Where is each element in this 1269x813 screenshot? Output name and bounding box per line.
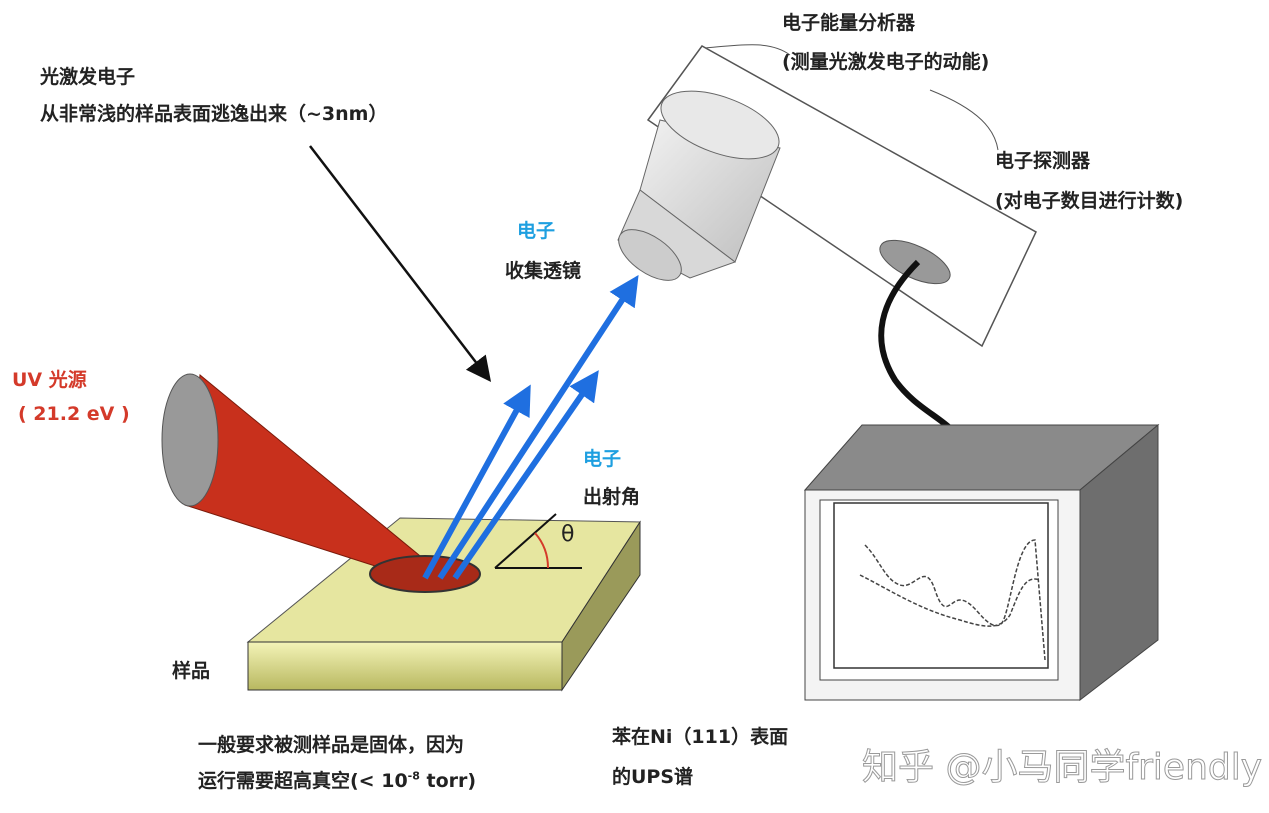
spectrum-curve-adsorbed [864,539,1046,661]
photoelectron-pointer-arrow [309,145,492,382]
watermark: 知乎 @小马同学friendly [861,747,1263,789]
spectrum-caption-line-2: 的UPS谱 [612,766,694,788]
detector-leader-line [929,89,999,151]
analyzer-label: 电子能量分析器 [782,12,916,34]
sample-note-line-1: 一般要求被测样品是固体，因为 [198,734,465,756]
angle-electron-label: 电子 [583,448,622,470]
photoelectron-description: 从非常浅的样品表面逃逸出来（~3nm） [40,103,388,125]
photoelectron-title: 光激发电子 [40,66,136,88]
angle-label: 出射角 [583,486,641,508]
theta-symbol: θ [561,522,575,547]
electron-arrow-3 [452,370,599,580]
sample-label: 样品 [172,660,211,682]
collection-lens [617,90,781,281]
uv-source-label: UV 光源 [12,369,87,391]
emission-angle [494,513,582,569]
electron-arrow-1 [422,384,531,580]
lens-label: 收集透镜 [505,260,582,282]
electron-arrows [422,274,639,580]
spectrum-monitor [803,423,1160,702]
spectrum-curve-clean [859,574,1041,627]
uv-energy-label: ( 21.2 eV ) [18,403,130,425]
electron-arrow-2 [437,274,639,580]
analyzer-description: (测量光激发电子的动能) [782,51,990,73]
lens-electron-label: 电子 [517,220,556,242]
detector-description: (对电子数目进行计数) [995,190,1184,212]
detector-label: 电子探测器 [995,150,1091,172]
sample-note-line-2: 运行需要超高真空(< 10-8 torr) [198,769,477,792]
analyzer-leader-line [704,44,791,56]
spectrum-caption-line-1: 苯在Ni（111）表面 [612,726,789,748]
uv-beam [161,373,426,583]
